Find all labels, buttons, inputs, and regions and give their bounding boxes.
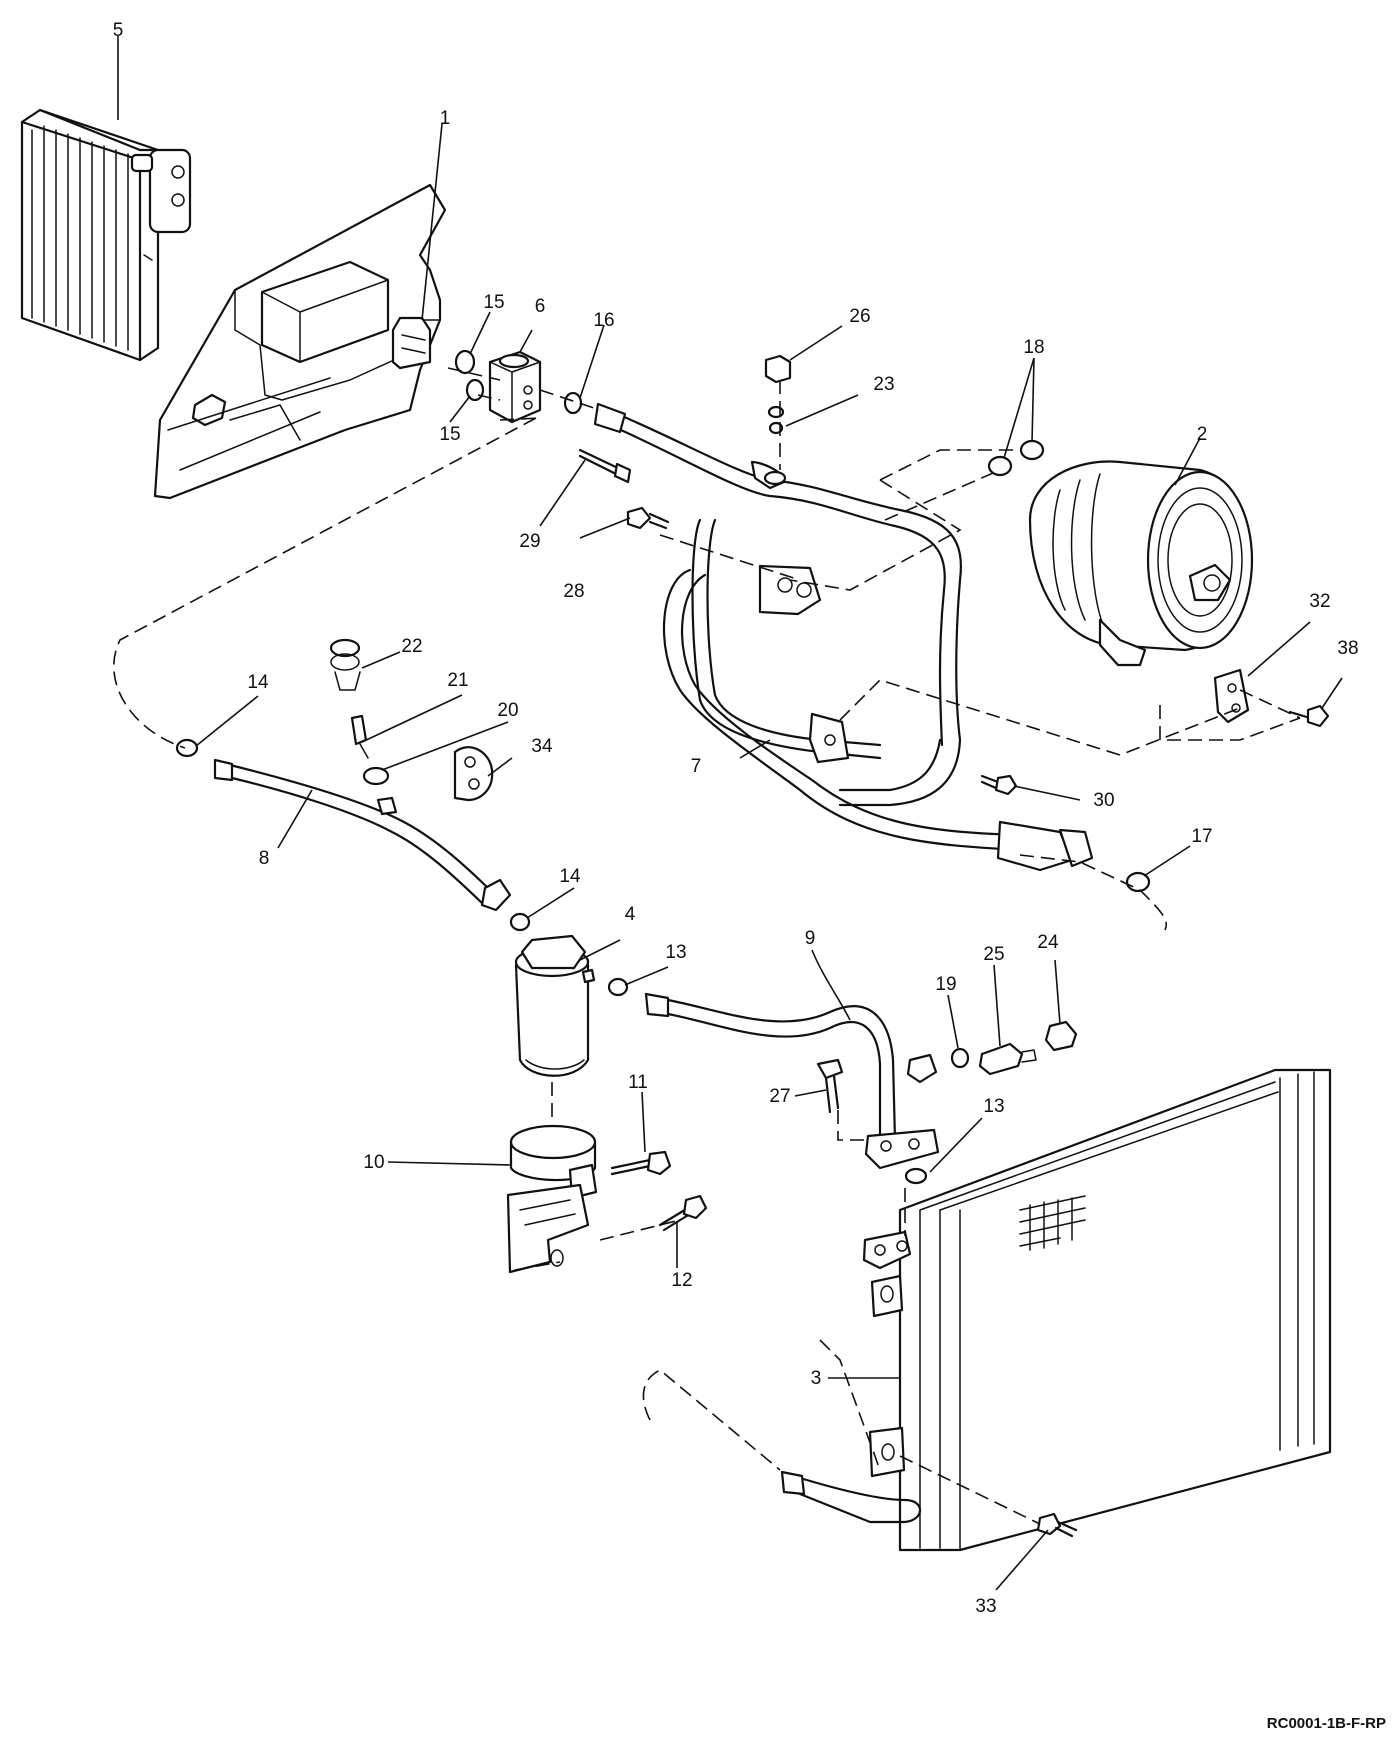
- evaporator-module: [153, 183, 447, 500]
- callout-8: 8: [259, 848, 270, 869]
- valve-core-21: [350, 714, 369, 759]
- callout-28: 28: [563, 581, 584, 602]
- bracket-32: [1213, 668, 1250, 724]
- callout-10: 10: [363, 1152, 384, 1173]
- callout-29: 29: [519, 531, 540, 552]
- screw-12: [658, 1194, 708, 1232]
- bolt-28: [626, 506, 670, 530]
- condenser-line: [644, 992, 940, 1170]
- receiver-drier: [514, 934, 596, 1077]
- dust-cap-22: [329, 638, 361, 691]
- cap-24: [1044, 1020, 1078, 1052]
- callout-12: 12: [671, 1270, 692, 1291]
- evaporator-core: [20, 108, 192, 362]
- callout-38: 38: [1337, 638, 1358, 659]
- condenser: [780, 1068, 1332, 1552]
- liquid-line-hose: [213, 758, 512, 912]
- callout-15-bottom: 15: [439, 424, 460, 445]
- callout-34: 34: [531, 736, 553, 757]
- bolt-27: [816, 1058, 844, 1114]
- bushings-18: [987, 439, 1045, 477]
- suction-hose-assembly: [593, 402, 1094, 872]
- callout-14-right: 14: [559, 866, 581, 887]
- callout-9: 9: [805, 928, 816, 949]
- fitting-near-19: [906, 1053, 938, 1084]
- seal-rings-14: [175, 738, 531, 932]
- callout-30: 30: [1093, 790, 1114, 811]
- compressor: [1028, 460, 1254, 667]
- callout-5: 5: [113, 20, 124, 41]
- screw-33: [1036, 1512, 1078, 1538]
- fitting-26: [764, 354, 792, 384]
- callout-13-bottom: 13: [983, 1096, 1004, 1117]
- figure-reference-code: RC0001-1B-F-RP: [1267, 1715, 1386, 1732]
- seal-rings-13: [607, 977, 928, 1185]
- callout-25: 25: [983, 944, 1004, 965]
- callout-4: 4: [625, 904, 636, 925]
- callout-11: 11: [628, 1072, 648, 1093]
- expansion-valve: [488, 350, 542, 424]
- callout-32: 32: [1309, 591, 1330, 612]
- bolt-29: [578, 448, 632, 484]
- callout-21: 21: [447, 670, 468, 691]
- callout-leaders: [117, 36, 1343, 1591]
- callout-15-top: 15: [483, 292, 504, 313]
- clip-34: [453, 746, 494, 802]
- callout-7: 7: [691, 756, 702, 777]
- callout-14-left: 14: [247, 672, 269, 693]
- callout-20: 20: [497, 700, 518, 721]
- seal-20: [362, 766, 390, 786]
- callout-26: 26: [849, 306, 870, 327]
- seal-19: [950, 1047, 970, 1069]
- callout-33: 33: [975, 1596, 996, 1617]
- seal-ring-16: [563, 391, 583, 415]
- bolt-30: [980, 774, 1018, 796]
- callout-23: 23: [873, 374, 894, 395]
- callout-1: 1: [440, 108, 451, 129]
- callout-6: 6: [535, 296, 546, 317]
- drier-bracket: [506, 1124, 598, 1274]
- callout-17: 17: [1191, 826, 1212, 847]
- callout-13-top: 13: [665, 942, 686, 963]
- callout-22: 22: [401, 636, 422, 657]
- callout-27: 27: [769, 1086, 790, 1107]
- callout-18: 18: [1023, 337, 1044, 358]
- fitting-23: [767, 405, 785, 435]
- callout-19: 19: [935, 974, 956, 995]
- callout-labels: 5 1 15 6 16 15 26 23 18 2 29 28 32 38 22…: [113, 20, 1359, 1617]
- callout-2: 2: [1197, 424, 1208, 445]
- screw-11: [610, 1150, 672, 1176]
- pressure-switch-25: [978, 1042, 1037, 1076]
- routing-lines: [113, 367, 1301, 1525]
- callout-24: 24: [1037, 932, 1059, 953]
- callout-3: 3: [811, 1368, 822, 1389]
- callout-16: 16: [593, 310, 614, 331]
- bolt-38: [1288, 704, 1330, 728]
